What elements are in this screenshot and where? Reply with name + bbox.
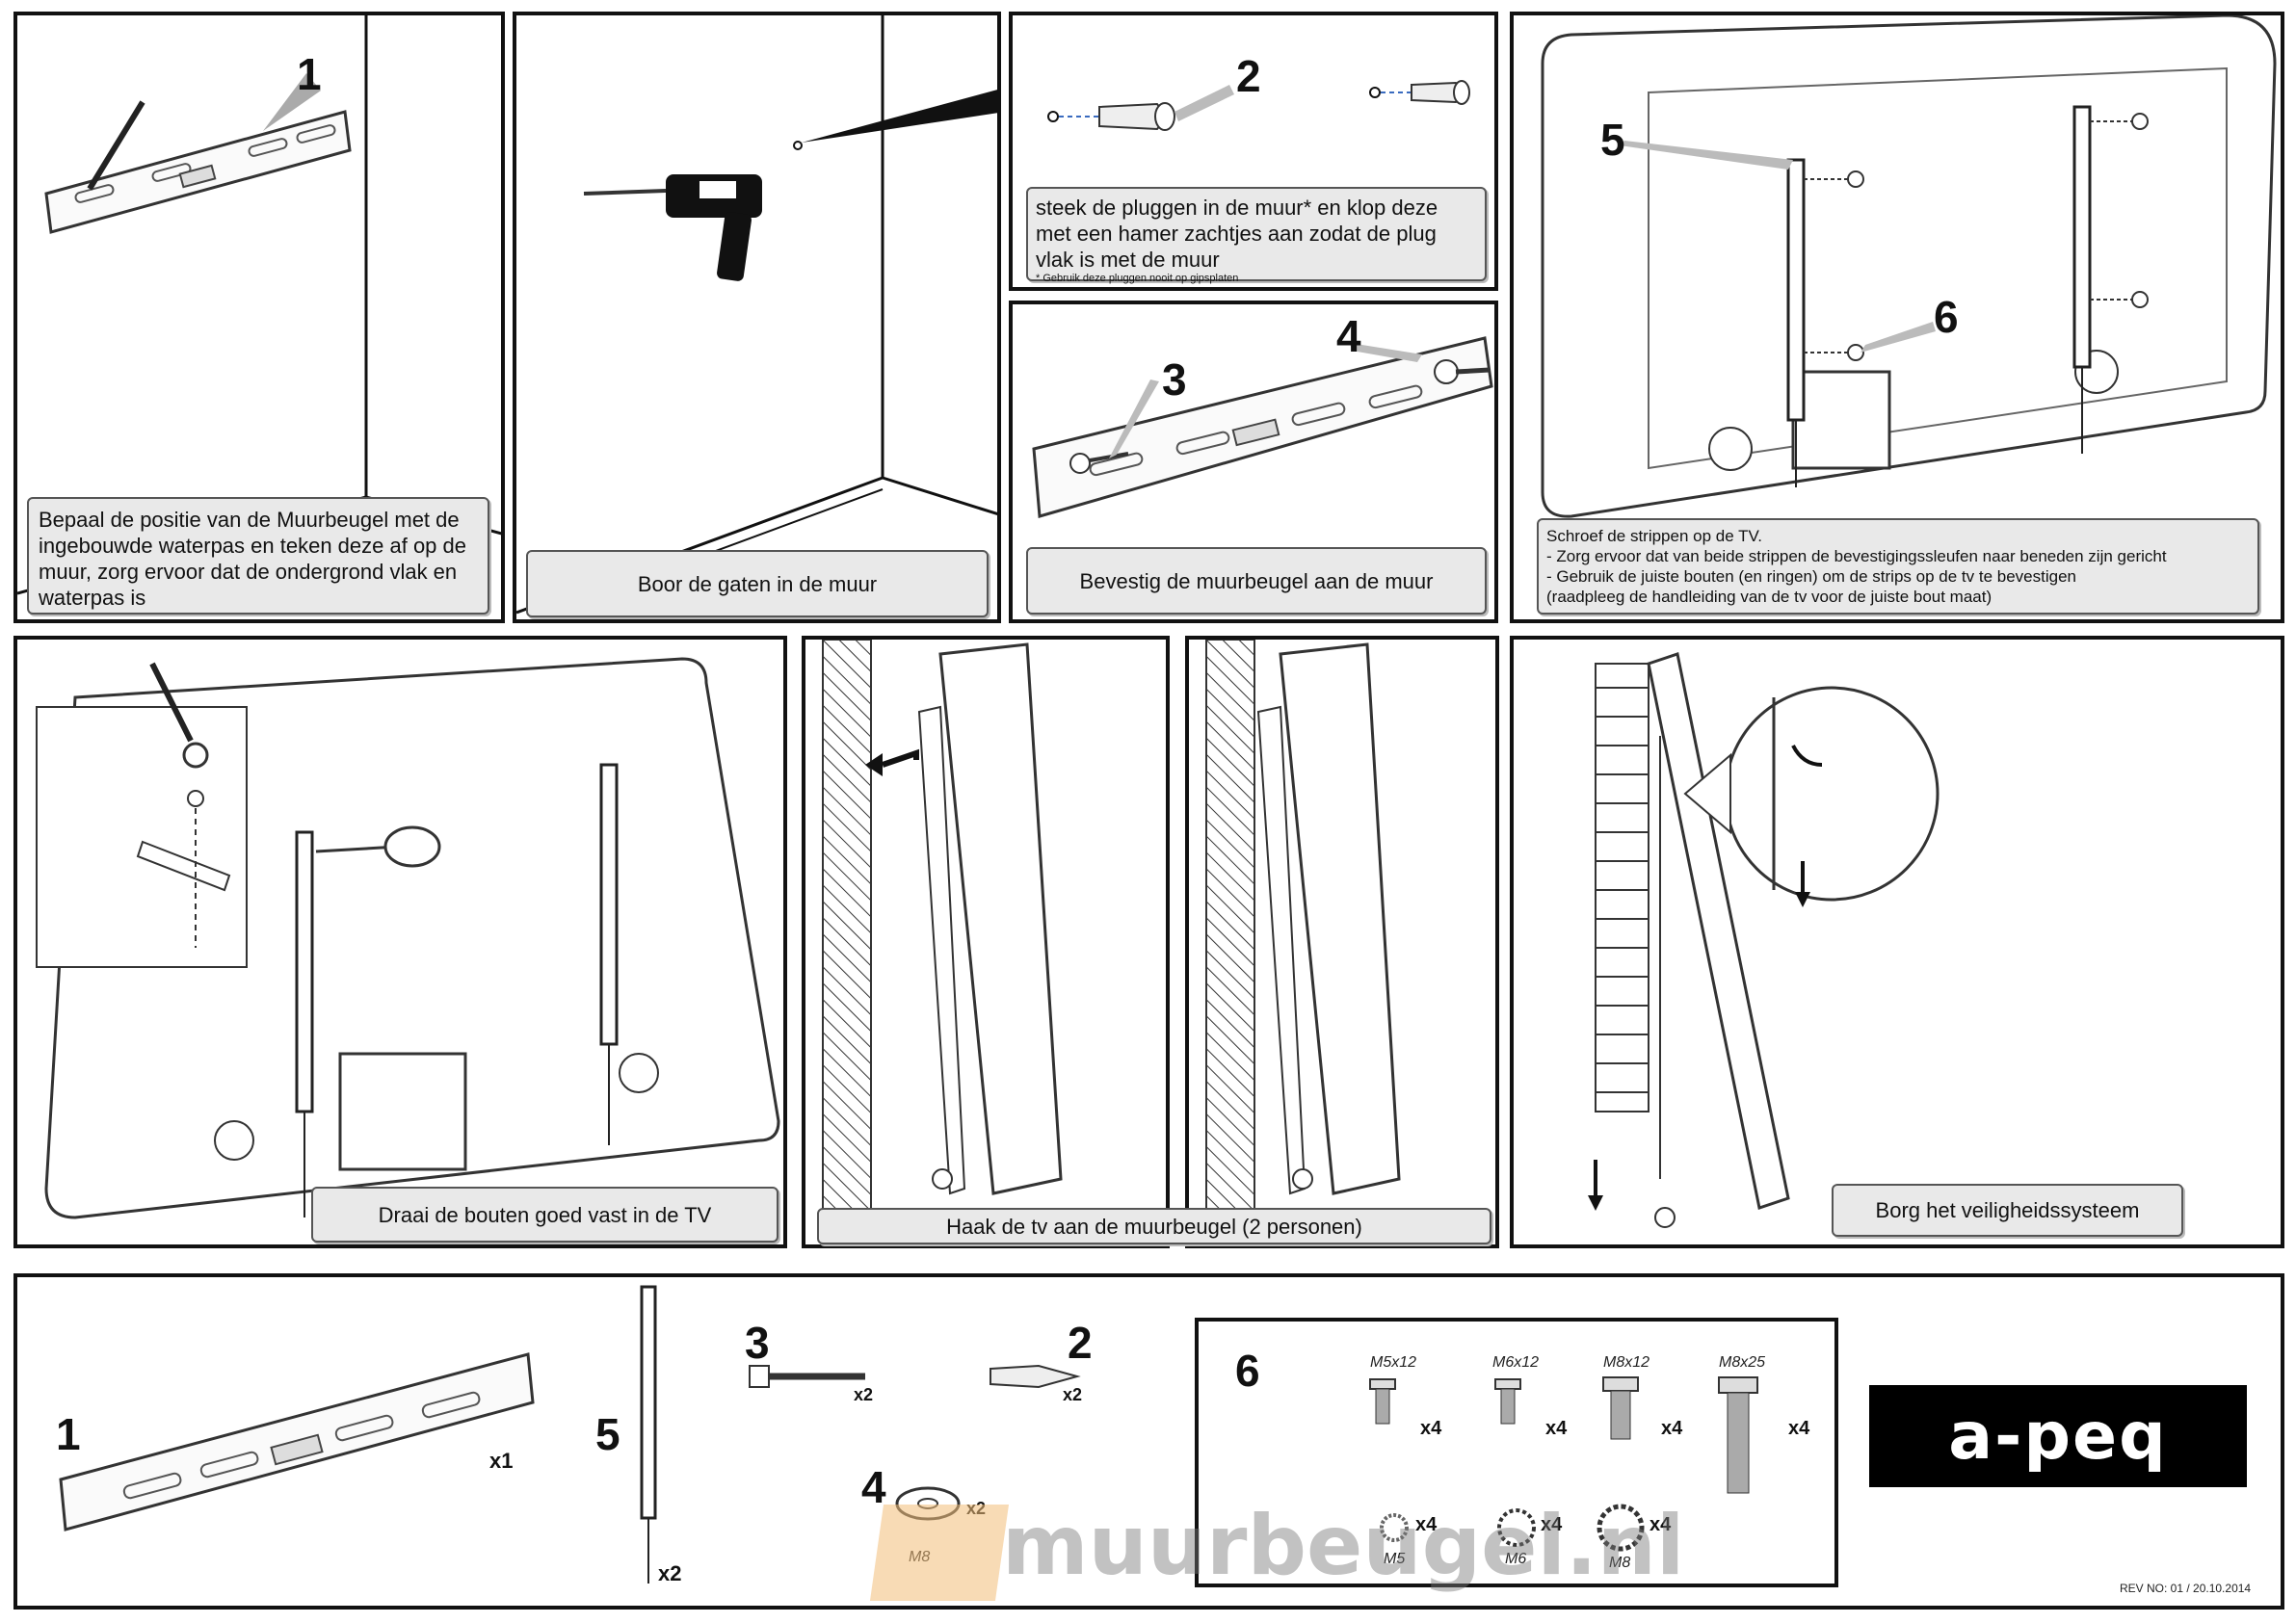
step-number-4: 4 [1336,311,1361,361]
panel-step-drill: Boor de gaten in de muur [513,12,1001,623]
watermark-box-icon [869,1505,1010,1601]
panel-step-tighten-bolts: Draai de bouten goed vast in de TV [13,636,787,1248]
part-3-qty: x2 [854,1385,874,1404]
part-1-number: 1 [56,1409,81,1459]
part-5-qty: x2 [658,1561,682,1585]
panel-step-3-4-fix-bracket: 3 4 Bevestig de muurbeugel aan de muur [1009,301,1498,623]
washer-m5-size: M5 [1384,1551,1406,1567]
part-4-number: 4 [861,1462,886,1512]
step-5-6-caption-box: Schroef de strippen op de TV. - Zorg erv… [1537,518,2259,615]
panel-step-1-mark-position: 1 Bepaal de positie van de Muurbeugel me… [13,12,505,623]
revision-number: REV NO: 01 / 20.10.2014 [2120,1582,2252,1595]
step-5-6-line-3: - Gebruik de juiste bouten (en ringen) o… [1546,567,2076,586]
bolt-m5x12-size: M5x12 [1370,1354,1417,1371]
bolt-m8x12-size: M8x12 [1603,1354,1650,1371]
panel-step-hang-tv-b [1185,636,1499,1248]
step-hang-caption: Haak de tv aan de muurbeugel (2 personen… [817,1208,1491,1244]
brand-logo-text: a-peq [1948,1398,2168,1475]
step-number: 1 [297,49,322,99]
part-2-number: 2 [1068,1318,1093,1368]
bolt-m6x12-qty: x4 [1545,1418,1568,1439]
illustration-bracket-screws [1032,336,1493,518]
step-tighten-caption: Draai de bouten goed vast in de TV [311,1187,779,1243]
panel-step-5-6-strips: 5 6 Schroef de strippen op de TV. - Zorg… [1510,12,2284,623]
step-5-6-line-2: - Zorg ervoor dat van beide strippen de … [1546,547,2167,565]
bolt-m8x12-qty: x4 [1661,1418,1683,1439]
bolt-m6x12-size: M6x12 [1492,1354,1540,1371]
panel-step-hang-tv-a [802,636,1170,1248]
illustration-safety-lock [1588,652,1940,1228]
part-6-hardware-box: 6 M5x12 x4 M6x12 x4 M8x12 x4 M8x25 x4 x4… [1195,1318,1838,1587]
part-1-qty: x1 [489,1449,514,1473]
panel-step-safety: Borg het veiligheidssysteem [1510,636,2284,1248]
panel-parts-list: 1 x1 5 x2 3 x2 2 x2 4 x2 M8 6 M5x12 x4 M… [13,1273,2284,1610]
illustration-drill-wall [516,15,997,618]
step-number: 2 [1236,51,1261,101]
part-6-number: 6 [1235,1346,1260,1396]
bolt-m8x25-qty: x4 [1788,1418,1810,1439]
illustration-wall-plugs [1047,80,1470,131]
brand-logo: a-peq [1869,1385,2247,1487]
washer-m5-qty: x4 [1415,1514,1438,1535]
step-3-4-caption: Bevestig de muurbeugel aan de muur [1026,547,1487,615]
step-drill-caption: Boor de gaten in de muur [526,550,989,617]
illustration-tighten-bolts [36,657,780,1219]
illustration-parts [59,1285,1081,1584]
washer-m8-qty: x4 [1649,1514,1672,1535]
watermark: muurbeugel.nl [1002,1498,1685,1594]
panel-step-2-plugs: 2 steek de pluggen in de muur* en klop d… [1009,12,1498,291]
part-5-number: 5 [595,1409,620,1459]
illustration-bracket-on-wall [17,15,501,595]
step-safety-caption: Borg het veiligheidssysteem [1832,1184,2183,1237]
washer-m6-size: M6 [1505,1551,1527,1567]
washer-m8-size: M8 [1609,1555,1631,1571]
bolt-m5x12-qty: x4 [1420,1418,1442,1439]
step-2-caption: steek de pluggen in de muur* en klop dez… [1036,196,1438,272]
illustration-tv-back-strips [1541,15,2277,518]
washer-m6-qty: x4 [1541,1514,1563,1535]
illustration-tv-hung [1205,640,1401,1244]
step-number-5: 5 [1600,115,1625,165]
step-1-caption: Bepaal de positie van de Muurbeugel met … [27,497,489,615]
part-3-number: 3 [745,1318,770,1368]
step-2-footnote: * Gebruik deze pluggen nooit op gipsplat… [1036,273,1239,284]
bolt-m8x25-size: M8x25 [1719,1354,1766,1371]
illustration-hang-tv [822,640,1063,1244]
step-number-6: 6 [1934,292,1959,342]
step-5-6-line-4: (raadpleeg de handleiding van de tv voor… [1546,588,1993,606]
part-2-qty: x2 [1063,1385,1083,1404]
step-5-6-line-1: Schroef de strippen op de TV. [1546,527,1762,545]
step-2-caption-box: steek de pluggen in de muur* en klop dez… [1026,187,1487,284]
step-number-3: 3 [1162,354,1187,405]
illustration-bolts-washers [1369,1376,1758,1552]
